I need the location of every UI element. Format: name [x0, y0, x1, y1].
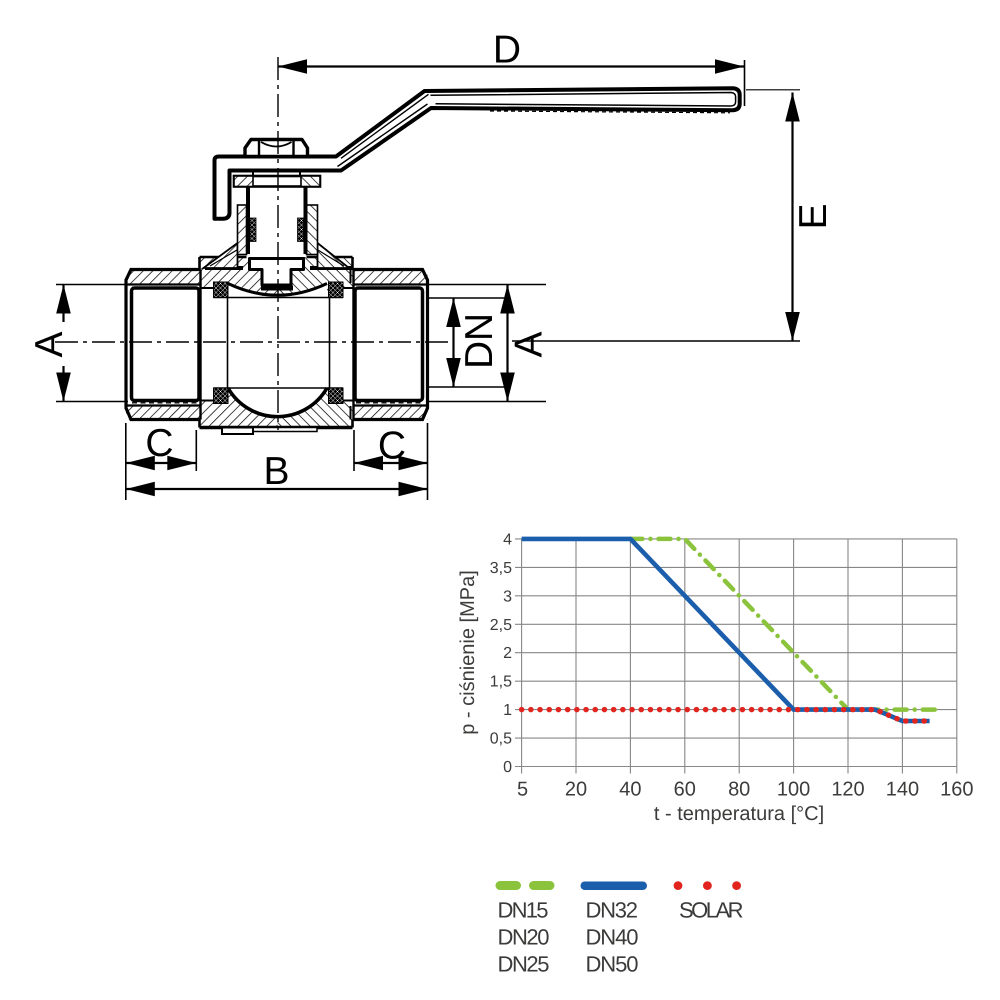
svg-text:100: 100 — [777, 779, 810, 801]
svg-text:B: B — [263, 450, 289, 493]
svg-text:80: 80 — [728, 779, 750, 801]
svg-text:60: 60 — [674, 779, 696, 801]
svg-text:1,5: 1,5 — [490, 674, 512, 691]
svg-text:DN15: DN15 — [498, 898, 549, 923]
svg-text:5: 5 — [517, 779, 528, 801]
svg-text:140: 140 — [886, 779, 919, 801]
svg-text:DN50: DN50 — [586, 952, 639, 977]
svg-text:A: A — [508, 331, 551, 357]
svg-text:DN: DN — [458, 313, 501, 369]
svg-text:0,5: 0,5 — [490, 731, 512, 748]
svg-text:0: 0 — [503, 759, 512, 776]
svg-text:C: C — [378, 425, 406, 468]
svg-text:DN40: DN40 — [586, 925, 639, 950]
svg-text:DN20: DN20 — [498, 925, 550, 950]
svg-text:DN32: DN32 — [586, 898, 639, 923]
svg-text:t - temperatura [°C]: t - temperatura [°C] — [654, 803, 824, 825]
svg-text:20: 20 — [565, 779, 587, 801]
svg-text:2: 2 — [503, 645, 512, 662]
svg-text:2,5: 2,5 — [490, 617, 512, 634]
svg-text:SOLAR: SOLAR — [679, 898, 744, 923]
svg-text:DN25: DN25 — [498, 952, 550, 977]
svg-text:1: 1 — [503, 702, 512, 719]
svg-text:120: 120 — [831, 779, 864, 801]
svg-text:E: E — [792, 203, 835, 229]
svg-text:3,5: 3,5 — [490, 560, 512, 577]
svg-text:p - ciśnienie [MPa]: p - ciśnienie [MPa] — [457, 570, 479, 735]
svg-text:40: 40 — [619, 779, 641, 801]
svg-text:A: A — [28, 331, 71, 357]
svg-text:C: C — [145, 422, 173, 465]
svg-text:3: 3 — [503, 588, 512, 605]
svg-text:D: D — [493, 29, 521, 72]
svg-text:160: 160 — [940, 779, 973, 801]
svg-text:4: 4 — [503, 531, 512, 548]
